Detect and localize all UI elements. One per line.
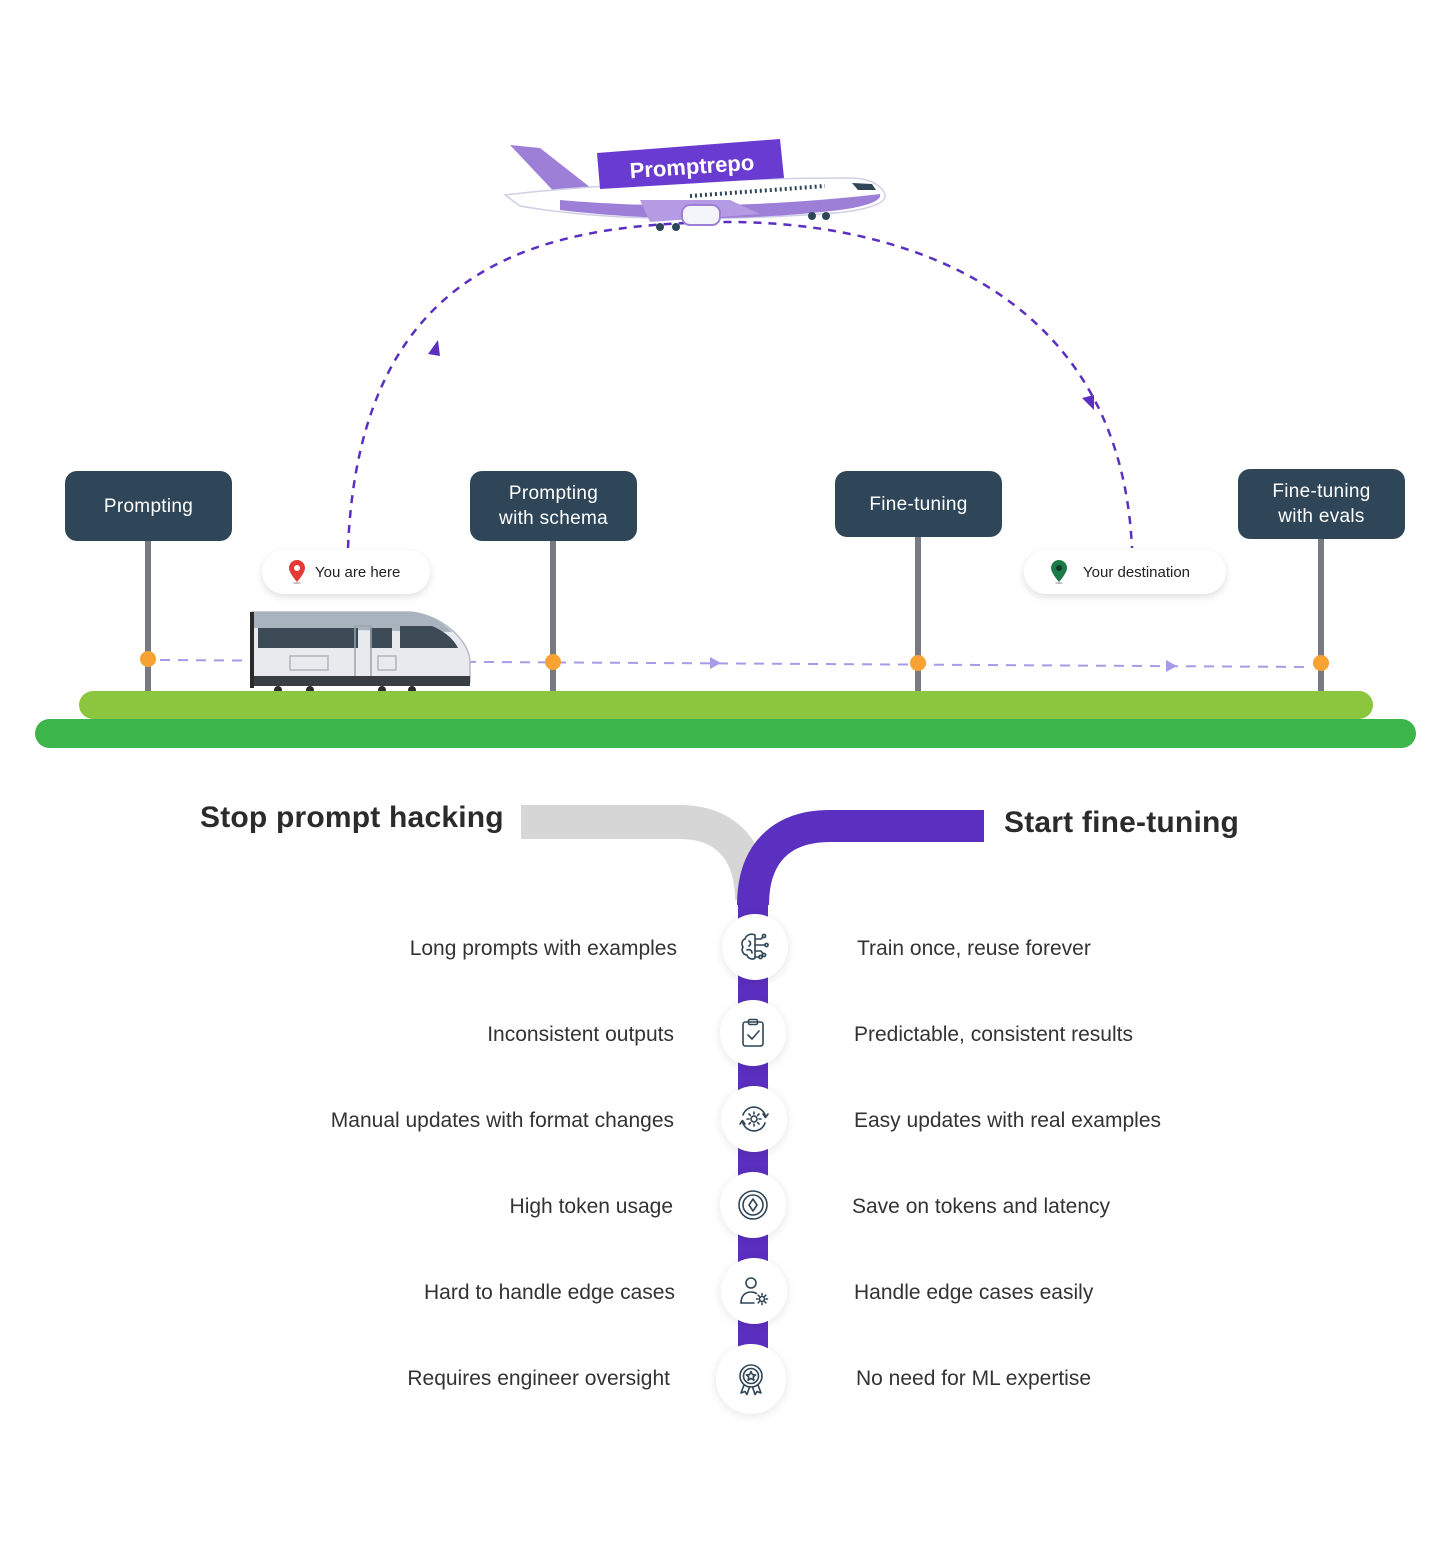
- sign-pole-4: [1318, 537, 1324, 693]
- your-destination-marker: Your destination: [1024, 550, 1226, 594]
- user-gear-icon: [721, 1258, 787, 1324]
- left-heading: Stop prompt hacking: [200, 801, 504, 834]
- stop-dot-1: [140, 651, 156, 667]
- sign-prompting-with-schema: Prompting with schema: [470, 471, 637, 541]
- flight-arc: [346, 220, 1134, 549]
- you-are-here-label: You are here: [315, 563, 401, 581]
- award-badge-icon: [716, 1344, 786, 1414]
- right-item-3: Easy updates with real examples: [854, 1109, 1161, 1132]
- left-item-2: Inconsistent outputs: [487, 1023, 674, 1046]
- your-destination-label: Your destination: [1083, 563, 1191, 581]
- clipboard-check-icon: [720, 1000, 786, 1066]
- left-item-5: Hard to handle edge cases: [423, 1281, 675, 1304]
- stop-dot-2: [545, 654, 561, 670]
- left-item-6: Requires engineer oversight: [407, 1367, 670, 1390]
- left-item-3: Manual updates with format changes: [330, 1109, 674, 1132]
- stop-dot-3: [910, 655, 926, 671]
- train: [250, 611, 471, 694]
- track-line: [159, 659, 1311, 668]
- location-pin-green-icon: [1051, 560, 1067, 584]
- brain-circuit-icon: [722, 914, 788, 980]
- sign-fine-tuning: Fine-tuning: [835, 471, 1002, 537]
- airplane: Promptrepo: [503, 139, 886, 231]
- token-coin-icon: [720, 1172, 786, 1238]
- arc-arrow-left: [428, 340, 440, 356]
- you-are-here-marker: You are here: [262, 550, 430, 594]
- right-item-6: No need for ML expertise: [856, 1367, 1092, 1390]
- old-path: [521, 805, 769, 901]
- sign-pole-2: [550, 538, 556, 693]
- arc-arrow-right: [1082, 395, 1094, 410]
- sign-pole-1: [145, 538, 151, 693]
- location-pin-red-icon: [289, 560, 305, 584]
- right-item-5: Handle edge cases easily: [854, 1281, 1094, 1304]
- grass-strip-top: [79, 691, 1373, 719]
- sign-fine-tuning-with-evals: Fine-tuning with evals: [1238, 469, 1405, 539]
- gear-refresh-icon: [721, 1086, 787, 1152]
- sign-pole-3: [915, 535, 921, 693]
- stop-dot-4: [1313, 655, 1329, 671]
- grass-strip-bottom: [35, 719, 1416, 748]
- left-item-4: High token usage: [509, 1195, 673, 1218]
- right-item-2: Predictable, consistent results: [854, 1023, 1133, 1046]
- new-path-curve: [737, 810, 984, 906]
- right-item-1: Train once, reuse forever: [857, 937, 1091, 960]
- left-item-1: Long prompts with examples: [409, 937, 677, 960]
- track-arrow-2: [1166, 660, 1177, 672]
- track-arrow-1: [710, 657, 721, 669]
- right-item-4: Save on tokens and latency: [852, 1195, 1111, 1218]
- sign-prompting: Prompting: [65, 471, 232, 541]
- right-heading: Start fine-tuning: [1004, 806, 1240, 839]
